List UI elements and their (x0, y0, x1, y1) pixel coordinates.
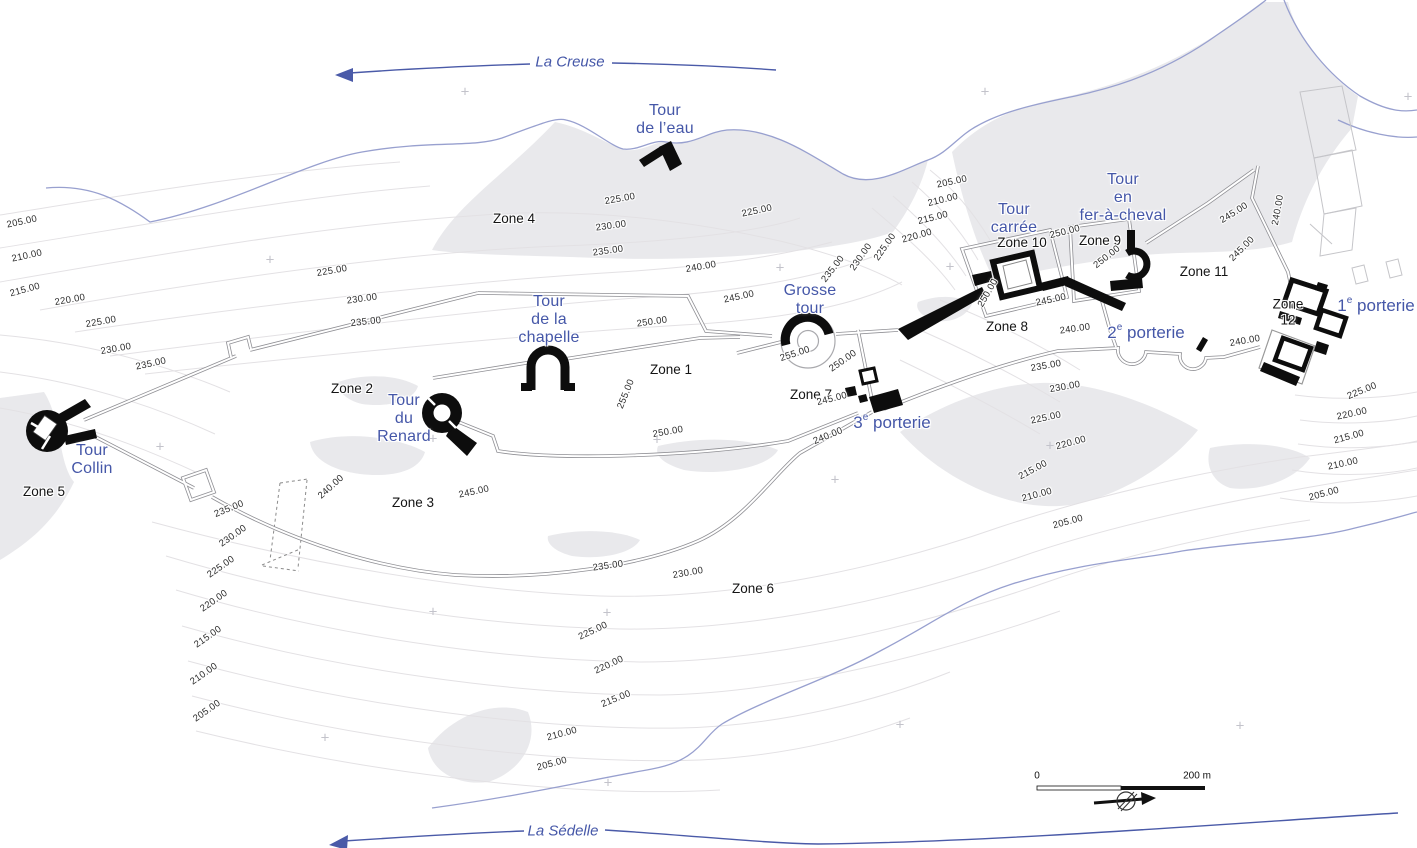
tour-renard-shape (422, 393, 477, 456)
river-leader-lines (329, 62, 1399, 848)
creuse-arrow-icon (335, 68, 353, 82)
dashed-structure (261, 478, 309, 572)
creuse-bank-line-3 (1337, 119, 1417, 139)
light-building-outlines (1299, 85, 1403, 285)
tour-eau-shape (639, 141, 682, 171)
river-bank-lines (45, 0, 1417, 809)
tour-collin-shape (26, 399, 97, 452)
sedelle-leader-right (604, 812, 1399, 845)
black-rampart-wedge (898, 287, 986, 340)
porterie3-structures (845, 366, 903, 413)
terrain-patches (0, 2, 1358, 783)
tour-fer-a-cheval-shape (1110, 230, 1151, 291)
grosse-tour-shape (780, 312, 836, 369)
zone12-structures (1258, 276, 1349, 386)
sedelle-bank-line (431, 511, 1417, 809)
creuse-leader-left (349, 63, 531, 74)
creuse-bank-line-2 (1283, 0, 1417, 112)
tour-chapelle-shape (521, 345, 575, 391)
porterie2-structures (1196, 337, 1208, 352)
scale-bar (1036, 785, 1205, 791)
creuse-bank-line (45, 0, 1267, 223)
north-arrow-icon (1093, 791, 1156, 812)
sedelle-arrow-icon (329, 835, 348, 848)
tour-carree-shape (972, 249, 1126, 311)
sedelle-leader-left (343, 830, 525, 842)
creuse-leader-right (611, 62, 777, 71)
contour-lines (0, 161, 1417, 793)
